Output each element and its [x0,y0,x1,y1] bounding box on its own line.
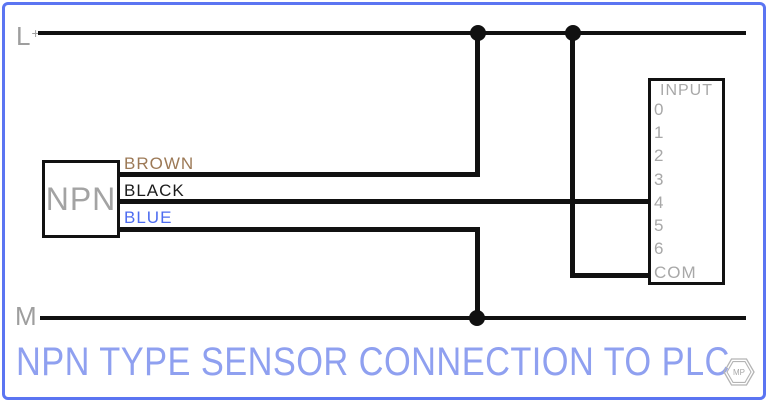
npn-sensor-label: NPN [45,180,117,217]
hexagon-inner-outline [726,361,752,383]
logo-text: MP [733,368,745,377]
junction-dot-com-lplus [565,25,581,41]
m-rail-label: M [15,301,38,331]
plc-terminal-0: 0 [654,100,665,119]
plc-terminal-com: COM [654,263,697,282]
plus-sign: + [31,25,40,41]
plc-input-header: INPUT [660,82,713,99]
plc-terminal-5: 5 [654,216,665,235]
plc-terminal-3: 3 [654,170,665,189]
blue-wire-label: BLUE [124,208,173,227]
com-wire-horizontal [570,273,648,278]
plc-terminal-4: 4 [654,193,665,212]
brown-wire-label: BROWN [124,154,195,173]
black-wire-label: BLACK [124,181,185,200]
blue-wire-horizontal [119,227,480,232]
plc-terminal-2: 2 [654,146,665,165]
mp-hexagon-logo: MP [723,358,755,386]
npn-sensor-box: NPN [42,160,120,238]
hexagon-outer-outline [723,358,755,386]
l-plus-rail-label: L+ [16,21,40,51]
brown-wire-riser [475,33,480,177]
brown-wire-horizontal [119,172,480,177]
diagram-title: NPN TYPE SENSOR CONNECTION TO PLC [16,340,730,384]
plc-terminal-1: 1 [654,123,665,142]
blue-wire-riser [475,227,480,320]
junction-dot-blue-m [469,310,485,326]
black-signal-wire [119,199,648,204]
l-plus-rail-line [38,31,746,35]
com-wire-riser [570,33,575,278]
m-rail-line [40,316,746,320]
plc-input-block: INPUT 0 1 2 3 4 5 6 COM [648,78,725,285]
plc-terminal-6: 6 [654,239,665,258]
junction-dot-brown-lplus [470,25,486,41]
